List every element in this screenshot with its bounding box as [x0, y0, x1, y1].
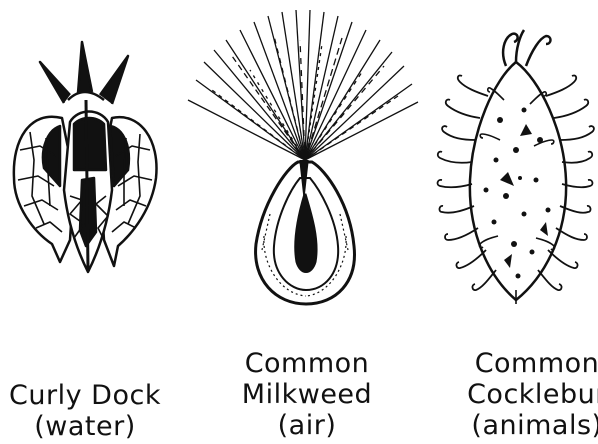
- curly-dock-dispersal: (water): [0, 411, 170, 442]
- common-milkweed-name-line2: Milkweed: [222, 379, 392, 410]
- common-cocklebur-name-line2: Cocklebur: [452, 379, 598, 410]
- common-cocklebur-dispersal: (animals): [452, 410, 598, 441]
- curly-dock-illustration: [14, 42, 157, 272]
- curly-dock-label: Curly Dock (water): [0, 380, 170, 442]
- common-milkweed-dispersal: (air): [222, 410, 392, 441]
- common-cocklebur-label: Common Cocklebur (animals): [452, 348, 598, 441]
- curly-dock-name: Curly Dock: [0, 380, 170, 411]
- common-milkweed-label: Common Milkweed (air): [222, 348, 392, 441]
- common-milkweed-name-line1: Common: [222, 348, 392, 379]
- common-milkweed-illustration: [188, 10, 418, 304]
- common-cocklebur-illustration: [438, 30, 594, 304]
- common-cocklebur-name-line1: Common: [452, 348, 598, 379]
